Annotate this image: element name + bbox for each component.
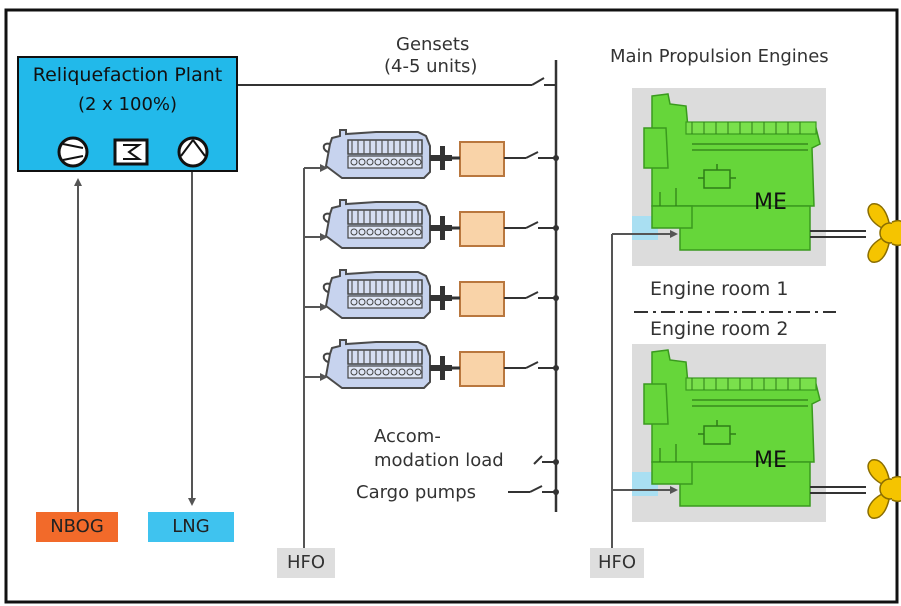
- cargo-pumps-label: Cargo pumps: [356, 482, 477, 503]
- engine-room-1-label: Engine room 1: [650, 278, 789, 300]
- nbog-tag: NBOG: [36, 512, 118, 542]
- plant-capacity: (2 x 100%): [77, 94, 178, 115]
- gensets-units: (4-5 units): [384, 56, 478, 77]
- genset-unit: [322, 338, 558, 390]
- accommodation-load-label-line1: Accom-: [374, 426, 441, 447]
- main-engines-title: Main Propulsion Engines: [610, 46, 829, 67]
- gensets-title: Gensets: [396, 34, 470, 55]
- main-engine-2: [631, 343, 827, 523]
- reliquefaction-plant-box: Reliquefaction Plant (2 x 100%): [17, 56, 238, 172]
- genset-unit: [322, 198, 558, 250]
- pump-icon: [177, 136, 209, 168]
- genset-unit: [322, 128, 558, 180]
- diagram-frame: [4, 8, 899, 604]
- engine-2-label: ME: [754, 448, 787, 473]
- engine-1-label: ME: [754, 190, 787, 215]
- main-engine-1: [631, 87, 827, 267]
- plant-title: Reliquefaction Plant: [32, 64, 223, 86]
- compressor-icon: [57, 136, 89, 168]
- lng-tag: LNG: [148, 512, 234, 542]
- plant-component-icons: [57, 136, 209, 168]
- hfo-engines-tag: HFO: [590, 548, 644, 578]
- hfo-gensets-tag: HFO: [277, 548, 335, 578]
- accommodation-load-label-line2: modation load: [374, 450, 504, 471]
- genset-unit: [322, 268, 558, 320]
- engine-room-2-label: Engine room 2: [650, 318, 789, 340]
- heat-exchanger-icon: [113, 138, 149, 166]
